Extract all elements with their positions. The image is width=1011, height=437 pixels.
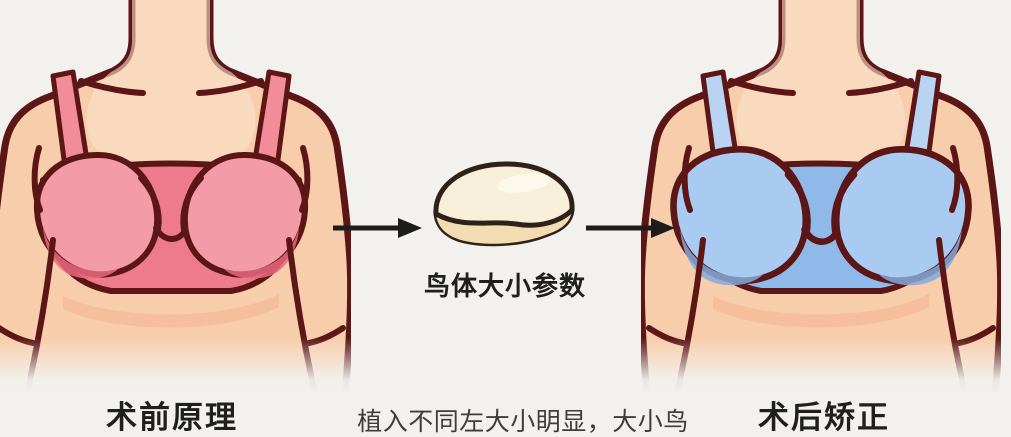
armpit-fold-left [681, 145, 693, 213]
armpit-fold-left [31, 145, 43, 213]
chest-highlight [86, 0, 256, 171]
arrow-implant-to-after-icon [586, 218, 675, 238]
arrow-before-to-implant-icon [333, 218, 422, 238]
arrow-head [651, 218, 675, 238]
implant-base [436, 210, 572, 244]
note-text: 植入不同左大小眀显，大小鸟体。 [357, 408, 689, 436]
collarbone-left [728, 78, 796, 96]
cleavage-line-left [784, 171, 811, 236]
implant-highlight [497, 173, 551, 193]
after-caption: 术后矫正 [758, 400, 890, 435]
underband-shadow [63, 294, 279, 328]
bra-cup-shadow-left [43, 228, 119, 279]
implant-illustration [433, 161, 575, 247]
arrow-head [398, 218, 422, 238]
implant-separation-line [433, 207, 575, 228]
collarbone-right [196, 78, 264, 96]
before-figure-illustration [0, 0, 351, 392]
underband-shadow [713, 294, 929, 328]
cleavage-line-right [831, 171, 858, 236]
armpit-fold-right [299, 145, 311, 213]
bottom-fade [0, 338, 1011, 396]
cleavage-line-right [180, 175, 204, 233]
armpit-fold-right [949, 145, 961, 213]
collarbone-right [846, 78, 914, 96]
cleavage-line-left [138, 175, 162, 233]
chest-highlight [736, 0, 906, 171]
bra-cup-shadow-right [223, 228, 299, 279]
cleavage-hook [153, 225, 188, 242]
before-caption: 术前原理 [106, 400, 238, 435]
collarbone-left [78, 78, 146, 96]
implant-size-label: 鸟体大小参数 [423, 271, 586, 301]
after-figure-illustration [641, 0, 1001, 392]
cleavage-hook [801, 226, 840, 245]
